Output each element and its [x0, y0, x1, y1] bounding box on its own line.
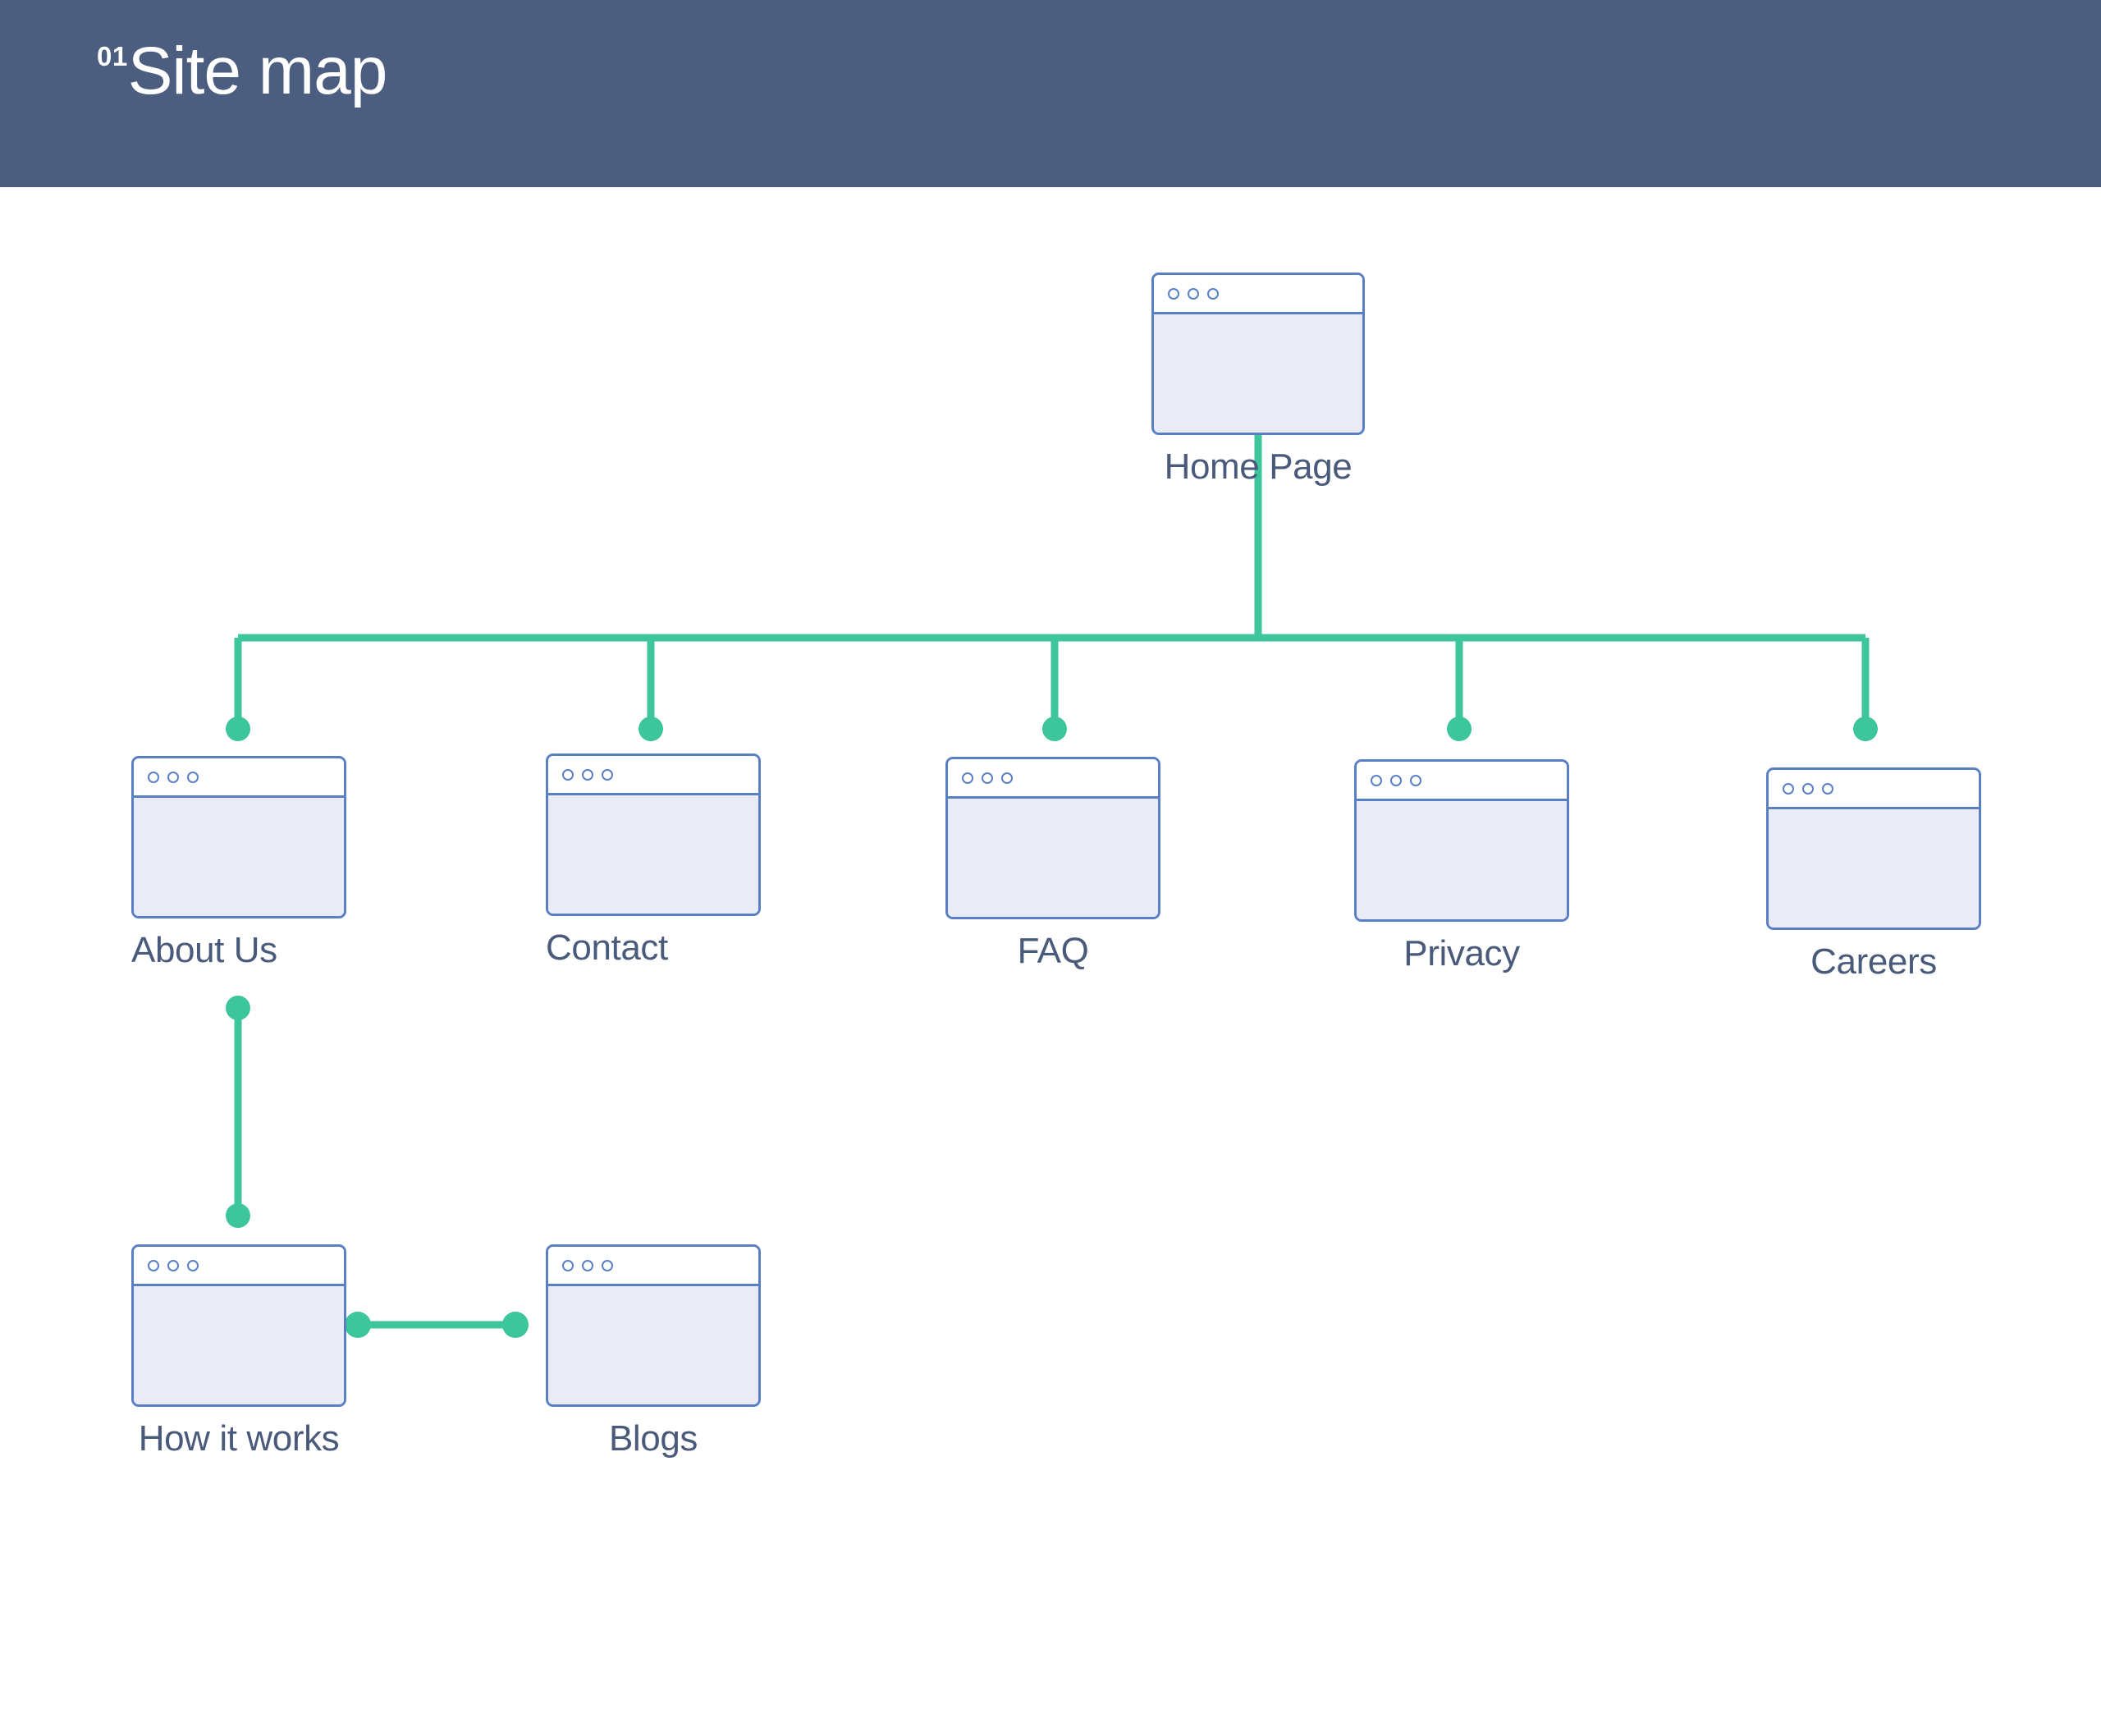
window-circle-icon: [187, 1259, 199, 1271]
window-circle-icon: [1410, 774, 1421, 786]
window-content-area: [1357, 801, 1567, 919]
page-title-text: Site map: [127, 34, 388, 108]
node-label-privacy: Privacy: [1403, 933, 1520, 973]
node-faq[interactable]: FAQ: [945, 757, 1160, 973]
window-circle-icon: [1188, 287, 1199, 300]
window-titlebar: [948, 759, 1158, 799]
connector-layer: [226, 309, 1878, 1338]
window-circle-icon: [187, 771, 199, 783]
node-home[interactable]: Home Page: [1151, 273, 1365, 488]
window-circle-icon: [1371, 774, 1382, 786]
window-content-area: [1154, 314, 1362, 433]
window-content-area: [548, 1286, 758, 1404]
browser-window-icon: [546, 753, 761, 916]
window-circle-icon: [962, 772, 973, 784]
browser-window-icon: [1151, 273, 1365, 435]
window-circle-icon: [1802, 782, 1814, 795]
window-titlebar: [548, 756, 758, 795]
window-circle-icon: [1822, 782, 1833, 795]
window-circle-icon: [167, 771, 179, 783]
page-title: 01Site map: [97, 34, 388, 108]
connector-dot-privacy: [1447, 717, 1472, 741]
connector-dot-contact: [639, 717, 663, 741]
connector-dot-careers: [1853, 717, 1878, 741]
window-content-area: [134, 1286, 344, 1404]
connector-dot-how-top: [226, 1203, 250, 1228]
window-circle-icon: [582, 1259, 593, 1271]
node-contact[interactable]: Contact: [546, 753, 761, 969]
window-circle-icon: [1390, 774, 1402, 786]
window-circle-icon: [1207, 287, 1219, 300]
sitemap-diagram: Home Page About Us: [0, 187, 2101, 1736]
window-circle-icon: [1168, 287, 1179, 300]
node-how-it-works[interactable]: How it works: [131, 1244, 346, 1460]
slide-header-bar: 01Site map: [0, 0, 2101, 187]
window-circle-icon: [148, 1259, 159, 1271]
slide-number: 01: [97, 40, 128, 71]
node-label-about-us: About Us: [131, 930, 277, 970]
window-content-area: [548, 795, 758, 914]
window-circle-icon: [1783, 782, 1794, 795]
node-label-careers: Careers: [1810, 941, 1937, 982]
window-titlebar: [1357, 762, 1567, 801]
node-label-how-it-works: How it works: [138, 1418, 340, 1459]
node-blogs[interactable]: Blogs: [546, 1244, 761, 1460]
window-content-area: [134, 798, 344, 916]
window-circle-icon: [982, 772, 993, 784]
node-careers[interactable]: Careers: [1766, 767, 1981, 983]
browser-window-icon: [1766, 767, 1981, 930]
window-circle-icon: [562, 1259, 574, 1271]
node-label-contact: Contact: [546, 928, 668, 968]
window-content-area: [1769, 809, 1979, 928]
connector-dot-about-us: [226, 717, 250, 741]
window-circle-icon: [602, 1259, 613, 1271]
connector-dot-about-bottom: [226, 996, 250, 1020]
browser-window-icon: [1354, 759, 1569, 922]
window-titlebar: [134, 758, 344, 798]
browser-window-icon: [131, 756, 346, 918]
node-privacy[interactable]: Privacy: [1354, 759, 1569, 975]
window-circle-icon: [602, 768, 613, 781]
connector-dot-blogs-left: [502, 1312, 529, 1338]
browser-window-icon: [546, 1244, 761, 1407]
node-label-faq: FAQ: [1017, 931, 1089, 971]
window-titlebar: [548, 1247, 758, 1286]
window-titlebar: [1769, 770, 1979, 809]
window-titlebar: [1154, 275, 1362, 314]
window-circle-icon: [148, 771, 159, 783]
node-about-us[interactable]: About Us: [131, 756, 346, 972]
window-circle-icon: [1001, 772, 1013, 784]
browser-window-icon: [945, 757, 1160, 919]
connector-dot-faq: [1042, 717, 1067, 741]
node-label-home: Home Page: [1164, 447, 1353, 487]
node-label-blogs: Blogs: [608, 1418, 698, 1459]
window-circle-icon: [167, 1259, 179, 1271]
browser-window-icon: [131, 1244, 346, 1407]
window-content-area: [948, 799, 1158, 917]
window-circle-icon: [582, 768, 593, 781]
window-circle-icon: [562, 768, 574, 781]
window-titlebar: [134, 1247, 344, 1286]
connector-dot-how-right: [345, 1312, 371, 1338]
